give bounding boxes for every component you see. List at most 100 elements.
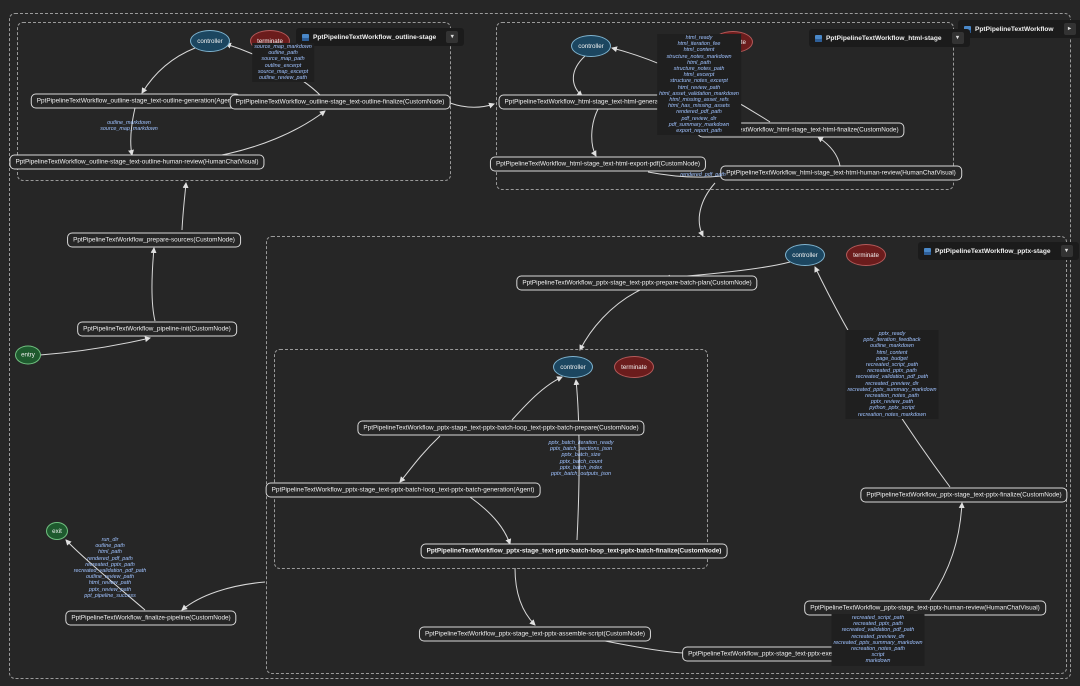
edge-label-item: recreated_pptx_path — [867, 368, 917, 375]
outline-stage-group — [17, 22, 451, 181]
edge-label-item: script — [871, 652, 885, 659]
edge-label-item: source_map_markdown — [254, 44, 312, 50]
dropdown-caret-icon[interactable]: ▸ — [1063, 23, 1076, 35]
edge-label-item: pdf_review_dir — [681, 115, 717, 122]
edge-loop-controller-batch — [511, 376, 563, 421]
edge-html-gen-export — [590, 108, 599, 157]
edge-label-item: outline_markdown — [870, 343, 914, 350]
edge-label-item: pptx_batch_outputs_json — [551, 471, 611, 478]
edge-controller-html-gen — [572, 55, 586, 97]
edge-batch-prepare-gen — [399, 435, 441, 483]
node-html-human-review[interactable]: PptPipelineTextWorkflow_html-stage_text-… — [720, 165, 962, 181]
edge-label-item: pptx_review_path — [870, 399, 914, 406]
node-batch-finalize[interactable]: PptPipelineTextWorkflow_pptx-stage_text-… — [420, 543, 728, 559]
edge-label-item: outline_excerpt — [264, 62, 302, 69]
edge-label-item: html_review_path — [677, 84, 721, 91]
edge-loop-to-assemble — [514, 567, 536, 626]
edge-label-item: outline_review_path — [259, 75, 307, 82]
edge-finalize-exit — [65, 539, 146, 611]
exit-node[interactable]: exit — [46, 522, 68, 540]
edge-label-item: markdown — [865, 658, 891, 665]
edge-label-item: pptx_batch_index — [559, 464, 603, 471]
edge-label-item: html_path — [687, 59, 711, 66]
node-outline-generation[interactable]: PptPipelineTextWorkflow_outline-stage_te… — [30, 93, 242, 109]
edge-label-item: html_missing_asset_refs — [669, 97, 729, 104]
edge-label-item: pptx_batch_iteration_ready — [548, 440, 614, 446]
outline-controller[interactable]: controller — [190, 30, 230, 52]
edge-outline-to-html — [449, 102, 495, 109]
outline-stage-panel[interactable]: PptPipelineTextWorkflow_outline-stage ▾ — [296, 28, 465, 46]
pptx-stage-panel[interactable]: PptPipelineTextWorkflow_pptx-stage ▾ — [918, 242, 1079, 260]
html-controller[interactable]: controller — [571, 35, 611, 57]
edge-label-item: pptx_iteration_feedback — [863, 337, 921, 344]
edge-pptx-to-finalize-pipeline — [181, 581, 266, 611]
outline-stage-title: PptPipelineTextWorkflow_outline-stage — [313, 33, 437, 41]
edge-label-item: html_ready — [685, 35, 713, 41]
edge-batch-finalize-controller — [573, 379, 580, 541]
edge-label-html-export: rendered_pdf_path — [680, 172, 726, 178]
node-finalize-pipeline[interactable]: PptPipelineTextWorkflow_finalize-pipelin… — [65, 610, 237, 626]
pptx-stage-group — [266, 236, 1067, 674]
edge-controller-outline-gen — [141, 47, 196, 94]
edge-label-item: export_report_path — [676, 128, 722, 135]
node-outline-human-review[interactable]: PptPipelineTextWorkflow_outline-stage_te… — [9, 154, 265, 170]
node-prepare-sources[interactable]: PptPipelineTextWorkflow_prepare-sources(… — [67, 232, 241, 248]
edge-label-item: recreated_validation_pdf_path — [841, 627, 915, 634]
node-pptx-finalize[interactable]: PptPipelineTextWorkflow_pptx-stage_text-… — [860, 487, 1068, 503]
edge-label-item: source_map_path — [261, 56, 305, 63]
edge-label-item: recreated_preview_dir — [851, 633, 905, 640]
pptx-stage-title: PptPipelineTextWorkflow_pptx-stage — [935, 247, 1051, 255]
edge-label-item: pptx_review_path — [88, 586, 132, 593]
node-html-export-pdf[interactable]: PptPipelineTextWorkflow_html-stage_text-… — [489, 156, 707, 172]
dropdown-caret-icon[interactable]: ▾ — [1060, 245, 1073, 257]
node-batch-prepare[interactable]: PptPipelineTextWorkflow_pptx-stage_text-… — [357, 420, 645, 436]
edge-entry-init — [39, 336, 151, 356]
edge-label-item: structure_notes_path — [673, 66, 725, 73]
edge-label-item: recreated_pptx_summary_markdown — [847, 386, 937, 393]
node-outline-finalize[interactable]: PptPipelineTextWorkflow_outline-stage_te… — [229, 94, 451, 110]
edge-html-to-pptx — [698, 182, 716, 237]
edge-label-item: structure_notes_markdown — [666, 53, 732, 60]
node-batch-generation[interactable]: PptPipelineTextWorkflow_pptx-stage_text-… — [265, 482, 541, 498]
edge-label-item: source_map_excerpt — [257, 68, 309, 75]
dropdown-caret-icon[interactable]: ▾ — [446, 31, 459, 43]
edge-label-item: html_excerpt — [683, 72, 715, 79]
edge-label-item: recreation_notes_path — [865, 393, 919, 400]
edge-batch-gen-finalize — [469, 496, 512, 545]
workflow-panel[interactable]: PptPipelineTextWorkflow ▸ — [958, 20, 1080, 38]
edge-label-item: recreated_pptx_summary_markdown — [833, 639, 923, 646]
edge-label-item: html_has_missing_assets — [668, 103, 730, 110]
edge-label-item: recreated_script_path — [851, 615, 905, 621]
node-prepare-batch-plan[interactable]: PptPipelineTextWorkflow_pptx-stage_text-… — [516, 275, 758, 291]
node-assemble-script[interactable]: PptPipelineTextWorkflow_pptx-stage_text-… — [418, 626, 652, 642]
workflow-icon — [302, 33, 309, 41]
entry-node[interactable]: entry — [15, 345, 41, 365]
edge-label-item: recreated_script_path — [865, 362, 919, 369]
edge-outline-gen-review — [128, 107, 136, 156]
edge-label-item: html_review_path — [88, 580, 132, 587]
edge-label-item: pptx_batch_count — [559, 458, 603, 465]
edge-label-item: page_budget — [876, 355, 908, 362]
html-stage-panel[interactable]: PptPipelineTextWorkflow_html-stage ▾ — [809, 29, 970, 47]
batch-terminate[interactable]: terminate — [614, 356, 654, 378]
edge-label-item: html_content — [683, 47, 715, 54]
workflow-icon — [924, 247, 931, 255]
html-stage-title: PptPipelineTextWorkflow_html-stage — [826, 34, 942, 42]
dropdown-caret-icon[interactable]: ▾ — [951, 32, 964, 44]
html-stage-group — [496, 22, 954, 190]
node-pipeline-init[interactable]: PptPipelineTextWorkflow_pipeline-init(Cu… — [77, 321, 237, 337]
node-pptx-human-review[interactable]: PptPipelineTextWorkflow_pptx-stage_text-… — [804, 600, 1046, 616]
pptx-terminate[interactable]: terminate — [846, 244, 886, 266]
edge-label-item: pdf_summary_markdown — [668, 121, 730, 128]
pptx-controller[interactable]: controller — [785, 244, 825, 266]
edge-label-item: recreated_pptx_path — [85, 561, 135, 568]
batch-controller[interactable]: controller — [553, 356, 593, 378]
edge-label-item: recreated_validation_pdf_path — [855, 374, 929, 381]
